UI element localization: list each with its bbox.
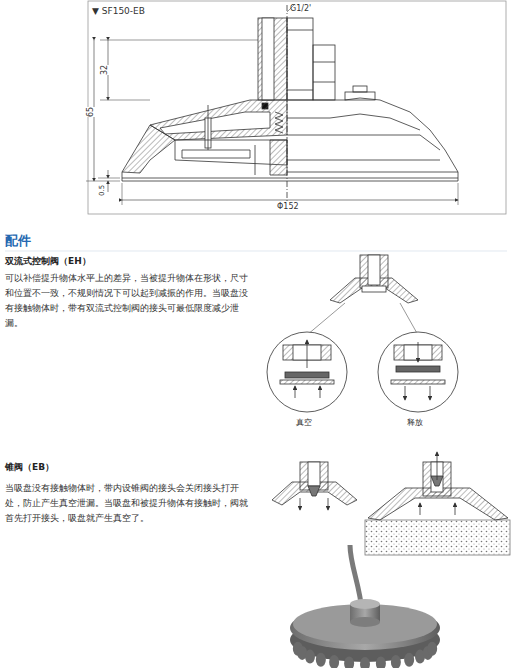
pad-tooth	[404, 653, 414, 667]
state-label: 释放	[407, 418, 423, 428]
dimension: 0.5	[98, 185, 106, 196]
item-heading: 锥阀（EB）	[5, 462, 54, 473]
item-heading: 双流式控制阀（EH）	[5, 256, 91, 267]
drawing-title: ▼ SF150-EB	[92, 6, 145, 17]
dimension: 32	[100, 65, 110, 75]
dimension: Φ152	[277, 202, 299, 212]
pad-tooth	[360, 657, 370, 668]
pad-tooth	[305, 650, 315, 664]
pad-tooth	[316, 653, 326, 667]
dimension: 65	[86, 107, 96, 117]
pad-tooth	[376, 657, 386, 668]
description: 当吸盘没有接触物体时，带内设锥阀的接头会关闭接头打开处，防止产生真空泄漏。当吸盘…	[5, 480, 255, 525]
thread-label: G1/2'	[290, 4, 311, 14]
pad-tooth	[427, 642, 437, 656]
pad-tooth	[329, 655, 339, 668]
description: 可以补偿提升物体水平上的差异，当被提升物体在形状，尺寸和位置不一致，不规则情况下…	[5, 270, 255, 330]
state-label: 真空	[296, 418, 312, 428]
section-heading: 配件	[5, 233, 31, 249]
pad-tooth	[344, 657, 354, 668]
pad-tooth	[391, 655, 401, 668]
